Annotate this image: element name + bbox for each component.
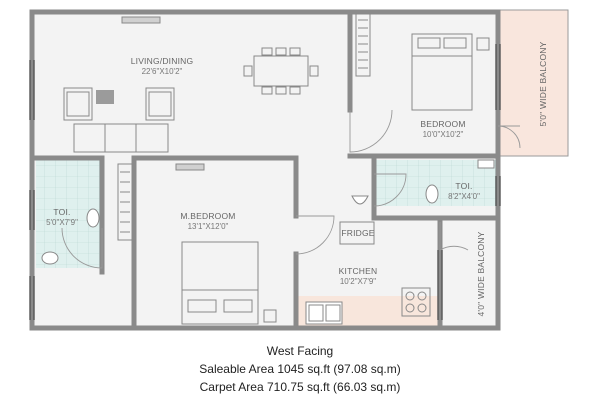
toilet-left-label: TOI.: [53, 207, 70, 217]
kitchen-fixtures: [305, 221, 431, 325]
toilet-left-dim: 5'0"X7'9": [46, 218, 78, 227]
floor-plan: LIVING/DINING 22'6"X10'2" BEDROOM 10'0"X…: [29, 9, 569, 331]
windows: [29, 44, 501, 320]
facing-caption: West Facing: [266, 344, 334, 358]
saleable-area-caption: Saleable Area 1045 sq.ft (97.08 sq.m): [199, 362, 401, 376]
balcony-bottom-label: 4'0" WIDE BALCONY: [476, 231, 486, 316]
living-dim: 22'6"X10'2": [142, 67, 183, 76]
living-furniture: [63, 16, 319, 153]
toilet-right-dim: 8'2"X4'0": [448, 192, 480, 201]
living-label: LIVING/DINING: [131, 56, 194, 66]
master-bedroom-furniture: [117, 163, 277, 325]
fridge-label: FRIDGE: [341, 228, 374, 238]
kitchen-label: KITCHEN: [339, 266, 378, 276]
balcony-top: [499, 9, 569, 157]
bedroom-furniture: [355, 13, 490, 111]
master-bedroom-dim: 13'1"X12'0": [188, 222, 229, 231]
carpet-area-caption: Carpet Area 710.75 sq.ft (66.03 sq.m): [199, 380, 401, 394]
balcony-top-label: 5'0" WIDE BALCONY: [538, 41, 548, 126]
doors: [61, 109, 521, 269]
bathroom-fixtures: [41, 159, 495, 265]
bedroom-label: BEDROOM: [420, 119, 465, 129]
toilet-right-label: TOI.: [455, 181, 472, 191]
kitchen-dim: 10'2"X7'9": [340, 277, 376, 286]
bedroom-dim: 10'0"X10'2": [423, 130, 464, 139]
master-bedroom-label: M.BEDROOM: [180, 211, 235, 221]
